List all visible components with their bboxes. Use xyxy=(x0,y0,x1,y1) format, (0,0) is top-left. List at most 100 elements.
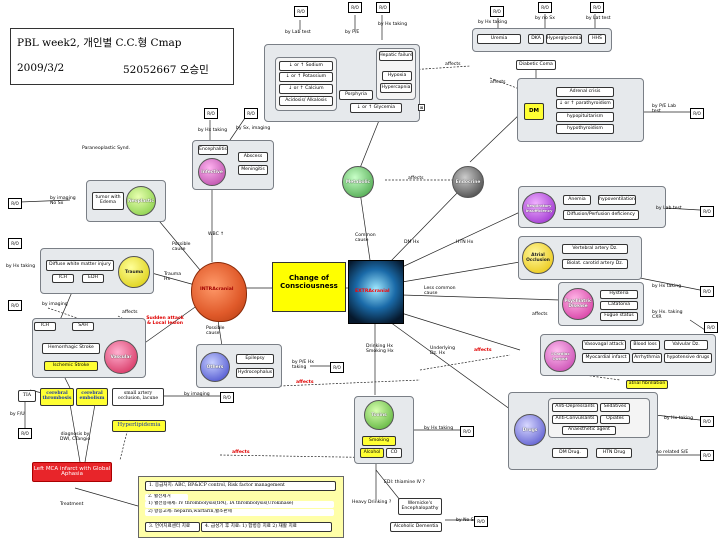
hypoxia-box: Hypoxia xyxy=(382,71,412,81)
psychiatric-node[interactable]: Psychiatric Disease xyxy=(562,288,594,320)
link-label: Heavy Drinking ? xyxy=(352,500,392,505)
white-matter-box: Diffuse white matter injury xyxy=(46,260,114,271)
ro-marker[interactable]: R/O xyxy=(8,198,22,209)
title-card: PBL week2, 개인별 C.C.형 Cmap 2009/3/2 52052… xyxy=(10,28,234,85)
link-label: Sudden attack & Local lesion xyxy=(146,316,184,327)
ro-marker[interactable]: R/O xyxy=(700,206,714,217)
ro-marker[interactable]: R/O xyxy=(700,450,714,461)
ro-marker[interactable]: R/O xyxy=(204,108,218,119)
epilepsy-box: Epilepsy xyxy=(236,354,274,364)
ro-marker[interactable]: R/O xyxy=(348,2,362,13)
link-label: affects xyxy=(490,80,506,85)
atrial-occlusion-node[interactable]: Atrial Occlusion xyxy=(522,242,554,274)
treatment-note-6: 4. 급성기 후 치료: 1) 합병증 치료 2) 재활 치료 xyxy=(201,522,332,532)
link-label: WBC ↑ xyxy=(208,232,225,237)
arrhythmia-box: Arrhythmia xyxy=(632,353,662,363)
ro-marker[interactable]: R/O xyxy=(700,416,714,427)
infective-node[interactable]: Infective xyxy=(198,158,226,186)
hypopituitarism-box: hypopituitarism xyxy=(556,112,614,122)
alcohol-box: Alcohol xyxy=(360,448,384,458)
ro-marker[interactable]: R/O xyxy=(690,108,704,119)
trauma-node[interactable]: Trauma xyxy=(118,256,150,288)
treatment-note-5: 3. 언어치료센터 치료 xyxy=(145,522,200,532)
link-label: HTN Hx xyxy=(456,240,474,245)
hyperglycemia-box: Hyperglycemia xyxy=(546,34,582,44)
ro-marker[interactable]: R/O xyxy=(538,2,552,13)
treatment-notes-panel: 1. 응급처치: ABC, BP&ICP control, Risk facto… xyxy=(138,476,344,538)
cardiac-output-node[interactable]: ↓Cardiac Output xyxy=(544,340,576,372)
sodium-box: ↓ or ↑ Sodium xyxy=(279,61,333,71)
ro-marker[interactable]: R/O xyxy=(474,516,488,527)
link-label: Trauma Hx xyxy=(164,272,182,283)
ro-marker[interactable]: R/O xyxy=(590,2,604,13)
hydrocephalus-box: Hydrocephalus xyxy=(236,368,274,378)
ro-marker[interactable]: R/O xyxy=(244,108,258,119)
edh-box: EDH xyxy=(82,274,104,283)
treatment-note-2: 2. 혈전제거 xyxy=(145,494,188,501)
link-label: Common cause xyxy=(355,233,376,244)
respiratory-node[interactable]: Respiratory Insufficiency xyxy=(522,192,556,224)
hypothyroidism-box: hypothyroidism xyxy=(556,124,614,134)
ro-marker[interactable]: R/O xyxy=(376,2,390,13)
hypotensive-box: hypotensive drugs xyxy=(664,353,712,363)
ro-marker[interactable]: R/O xyxy=(220,392,234,403)
adrenal-crisis-box: Adrenal crisis xyxy=(556,87,614,97)
hypercapnia-box: Hypercapnia xyxy=(380,83,412,93)
anemia-box: Anemia xyxy=(563,195,591,205)
cerebral-embolism-box: cerebral embolism xyxy=(76,388,108,406)
link-label: Less common cause xyxy=(424,286,456,297)
others-node[interactable]: Others xyxy=(200,352,230,382)
link-label: by imaging No Sx xyxy=(50,196,76,207)
encephalitis-box: Encephalitis xyxy=(198,145,228,155)
uremia-box: Uremia xyxy=(477,34,521,44)
ro-marker[interactable]: R/O xyxy=(8,300,22,311)
small-artery-box: small artery occlusion, lacune xyxy=(112,388,164,406)
atrial-fib-box: atrial fibrillation xyxy=(626,380,668,389)
neoplastic-node[interactable]: Neoplastic xyxy=(126,186,156,216)
hysteria-box: Hysteria xyxy=(600,290,638,299)
abscess-box: Abscess xyxy=(238,152,268,162)
link-label: by imaging xyxy=(42,302,68,307)
toxins-node[interactable]: Toxins xyxy=(364,400,394,430)
ro-marker[interactable]: R/O xyxy=(330,362,344,373)
antidepressants-box: Anti-Depressants xyxy=(552,403,598,412)
vascular-node[interactable]: Vascular xyxy=(104,340,138,374)
link-label: Underlying Dz. Hx xyxy=(430,346,456,357)
extracranial-brain[interactable]: EXTRAcranial xyxy=(348,260,404,324)
link-label: EDI: thiamine IV ? xyxy=(384,480,425,485)
expand-icon[interactable]: ⊠ xyxy=(418,104,425,111)
ro-marker[interactable]: R/O xyxy=(460,426,474,437)
ro-marker[interactable]: R/O xyxy=(490,6,504,17)
link-label: Possible cause xyxy=(206,326,225,337)
link-label: by P/E Hx taking xyxy=(292,360,314,371)
opiates-box: Opiates xyxy=(600,415,630,424)
link-label: diagnosis by DWI, CTangio xyxy=(59,432,91,443)
anticonvulsants-box: Anti-Convulsants xyxy=(552,415,598,424)
cerebral-thrombosis-box: cerebral thrombosis xyxy=(40,388,74,406)
ro-marker[interactable]: R/O xyxy=(704,322,718,333)
potassium-box: ↓ or ↑ Potassium xyxy=(279,72,333,82)
change-of-consciousness-box[interactable]: Change of Consciousness xyxy=(272,262,346,312)
intracranial-brain[interactable]: INTRAcranial xyxy=(191,262,247,322)
drugs-node[interactable]: Drugs xyxy=(514,414,546,446)
calcium-box: ↓ or ↑ Calcium xyxy=(279,84,333,94)
hhs-box: HHS xyxy=(588,34,606,44)
dm-drug-box: DM Drug. xyxy=(552,448,588,458)
link-label: affects xyxy=(474,348,492,353)
title-date: 2009/3/2 xyxy=(17,62,65,74)
link-label: DM Hx xyxy=(404,240,420,245)
metabolic-node[interactable]: Metabolic xyxy=(342,166,374,198)
hemorrhagic-box: Hemorrhagic Stroke xyxy=(42,343,100,354)
dm-box: DM xyxy=(524,103,544,120)
ro-marker[interactable]: R/O xyxy=(294,6,308,17)
link-label: by Hx. taking CXR xyxy=(652,310,683,321)
parathyroidism-box: ↓ or ↑ parathyroidism xyxy=(556,99,614,109)
ro-marker[interactable]: R/O xyxy=(700,286,714,297)
endocrine-node[interactable]: Endocrine xyxy=(452,166,484,198)
link-label: Paraneoplastic Synd. xyxy=(82,146,131,151)
link-label: by Hx taking xyxy=(652,284,682,289)
link-label: by Hx taking xyxy=(424,426,454,431)
ro-marker[interactable]: R/O xyxy=(18,428,32,439)
ro-marker[interactable]: R/O xyxy=(8,238,22,249)
link-label: by no Sx xyxy=(535,16,555,21)
